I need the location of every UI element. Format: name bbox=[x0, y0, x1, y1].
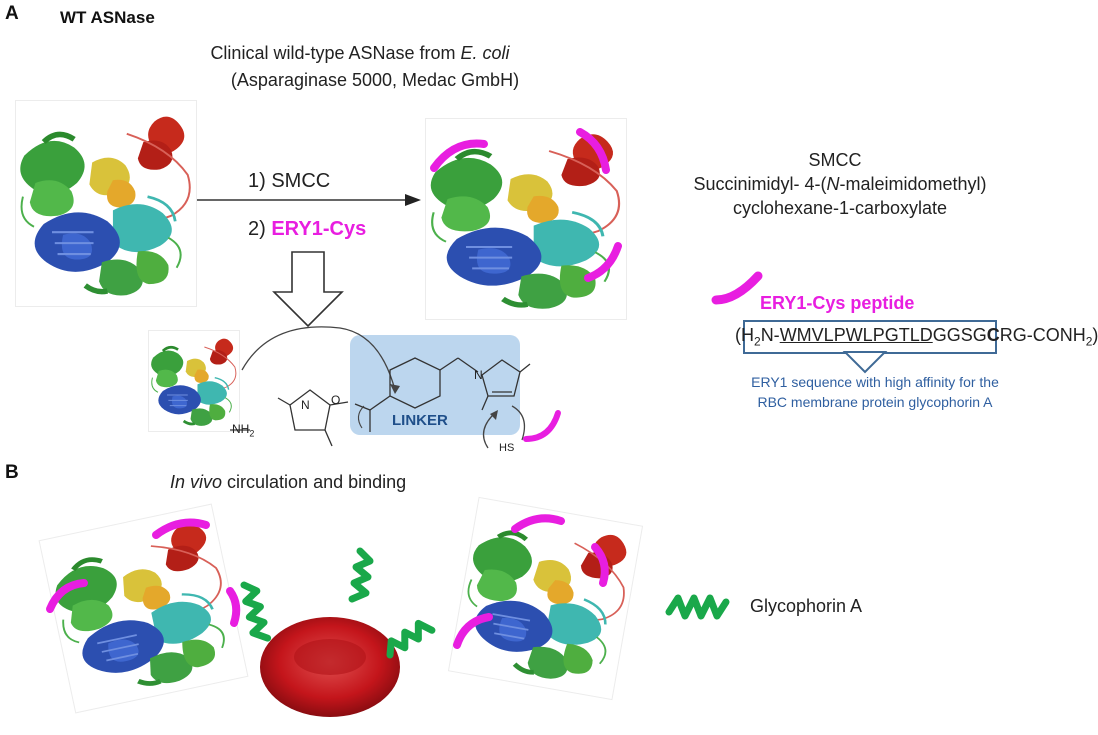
ery1-note: ERY1 sequence with high affinity for the… bbox=[751, 374, 999, 410]
nhs-oxygen: O bbox=[331, 393, 341, 407]
cysteine-residue: C bbox=[986, 325, 1000, 345]
red-blood-cell-icon bbox=[260, 617, 400, 717]
ery1-cys-peptide-label: ERY1-Cys peptide bbox=[760, 293, 915, 313]
hollow-down-arrow-icon bbox=[272, 251, 344, 328]
nhs-nitrogen: N bbox=[301, 398, 310, 412]
amine-group: NH2 bbox=[232, 422, 255, 439]
linker-label: LINKER bbox=[392, 412, 448, 429]
protein-structure-wt bbox=[15, 100, 197, 307]
thiol-group: HS bbox=[499, 442, 515, 454]
maleimide-nitrogen: N bbox=[474, 368, 483, 382]
smcc-name-line-2: cyclohexane-1-carboxylate bbox=[732, 198, 948, 218]
glycophorin-legend-label: Glycophorin A bbox=[750, 596, 863, 616]
panel-b-title: In vivo circulation and binding bbox=[170, 472, 407, 492]
step-2-label: 2) ERY1-Cys bbox=[248, 218, 367, 240]
smcc-title: SMCC bbox=[808, 150, 862, 170]
ery1-marks-right bbox=[453, 514, 609, 649]
box-pointer-icon bbox=[842, 351, 888, 374]
protein-structure-conjugated bbox=[425, 118, 627, 320]
ery1-sequence: WMVLPWLPGTLD bbox=[779, 325, 933, 345]
peptide-sequence: (H2N-WMVLPWLPGTLDGGSGCRG-CONH2) bbox=[735, 325, 1098, 349]
protein-structure-small bbox=[148, 330, 240, 432]
panel-b-letter: B bbox=[5, 462, 19, 483]
smcc-reaction-scheme bbox=[230, 326, 531, 449]
glycophorin-on-rbc bbox=[240, 547, 436, 659]
ery1-peptide-marks bbox=[430, 128, 622, 282]
step-1-label: 1) SMCC bbox=[248, 170, 331, 192]
smcc-name-line-1: Succinimidyl- 4-(N-maleimidomethyl) bbox=[693, 174, 987, 194]
ery1-peptide-mark-scheme bbox=[523, 410, 561, 442]
source-line-1: Clinical wild-type ASNase from E. coli bbox=[210, 43, 510, 63]
panel-a-letter: A bbox=[5, 3, 19, 24]
source-line-2: (Asparaginase 5000, Medac GmbH) bbox=[230, 70, 520, 90]
figure: A WT ASNase Clinical wild-type ASNase fr… bbox=[5, 3, 1098, 717]
glycophorin-legend-icon bbox=[665, 594, 730, 620]
ery1-marks-left bbox=[46, 518, 241, 627]
panel-a-title: WT ASNase bbox=[60, 8, 155, 27]
ery1-cys-reagent: ERY1-Cys bbox=[271, 218, 367, 240]
ery1-peptide-mark bbox=[711, 271, 763, 305]
reaction-arrow-icon bbox=[197, 194, 421, 206]
